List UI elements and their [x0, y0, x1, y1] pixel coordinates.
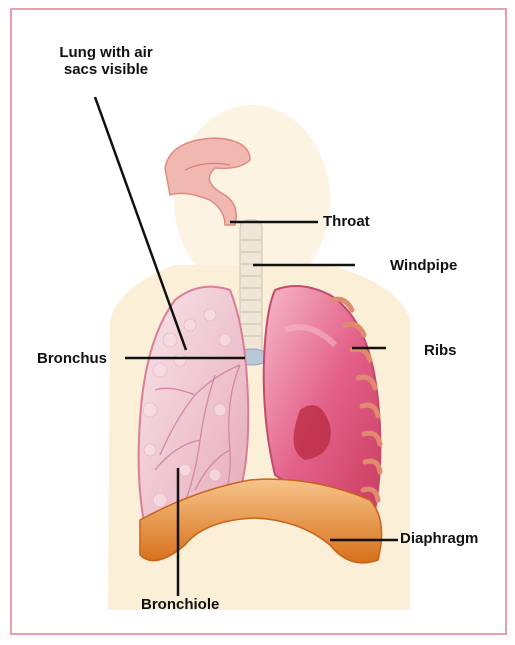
label-ribs: Ribs	[424, 342, 457, 359]
label-diaphragm: Diaphragm	[400, 530, 478, 547]
label-bronchus: Bronchus	[37, 350, 107, 367]
label-windpipe: Windpipe	[390, 257, 457, 274]
label-lung-with-air-sacs: Lung with air sacs visible	[40, 44, 172, 78]
label-throat: Throat	[323, 213, 370, 230]
label-bronchiole: Bronchiole	[141, 596, 219, 613]
